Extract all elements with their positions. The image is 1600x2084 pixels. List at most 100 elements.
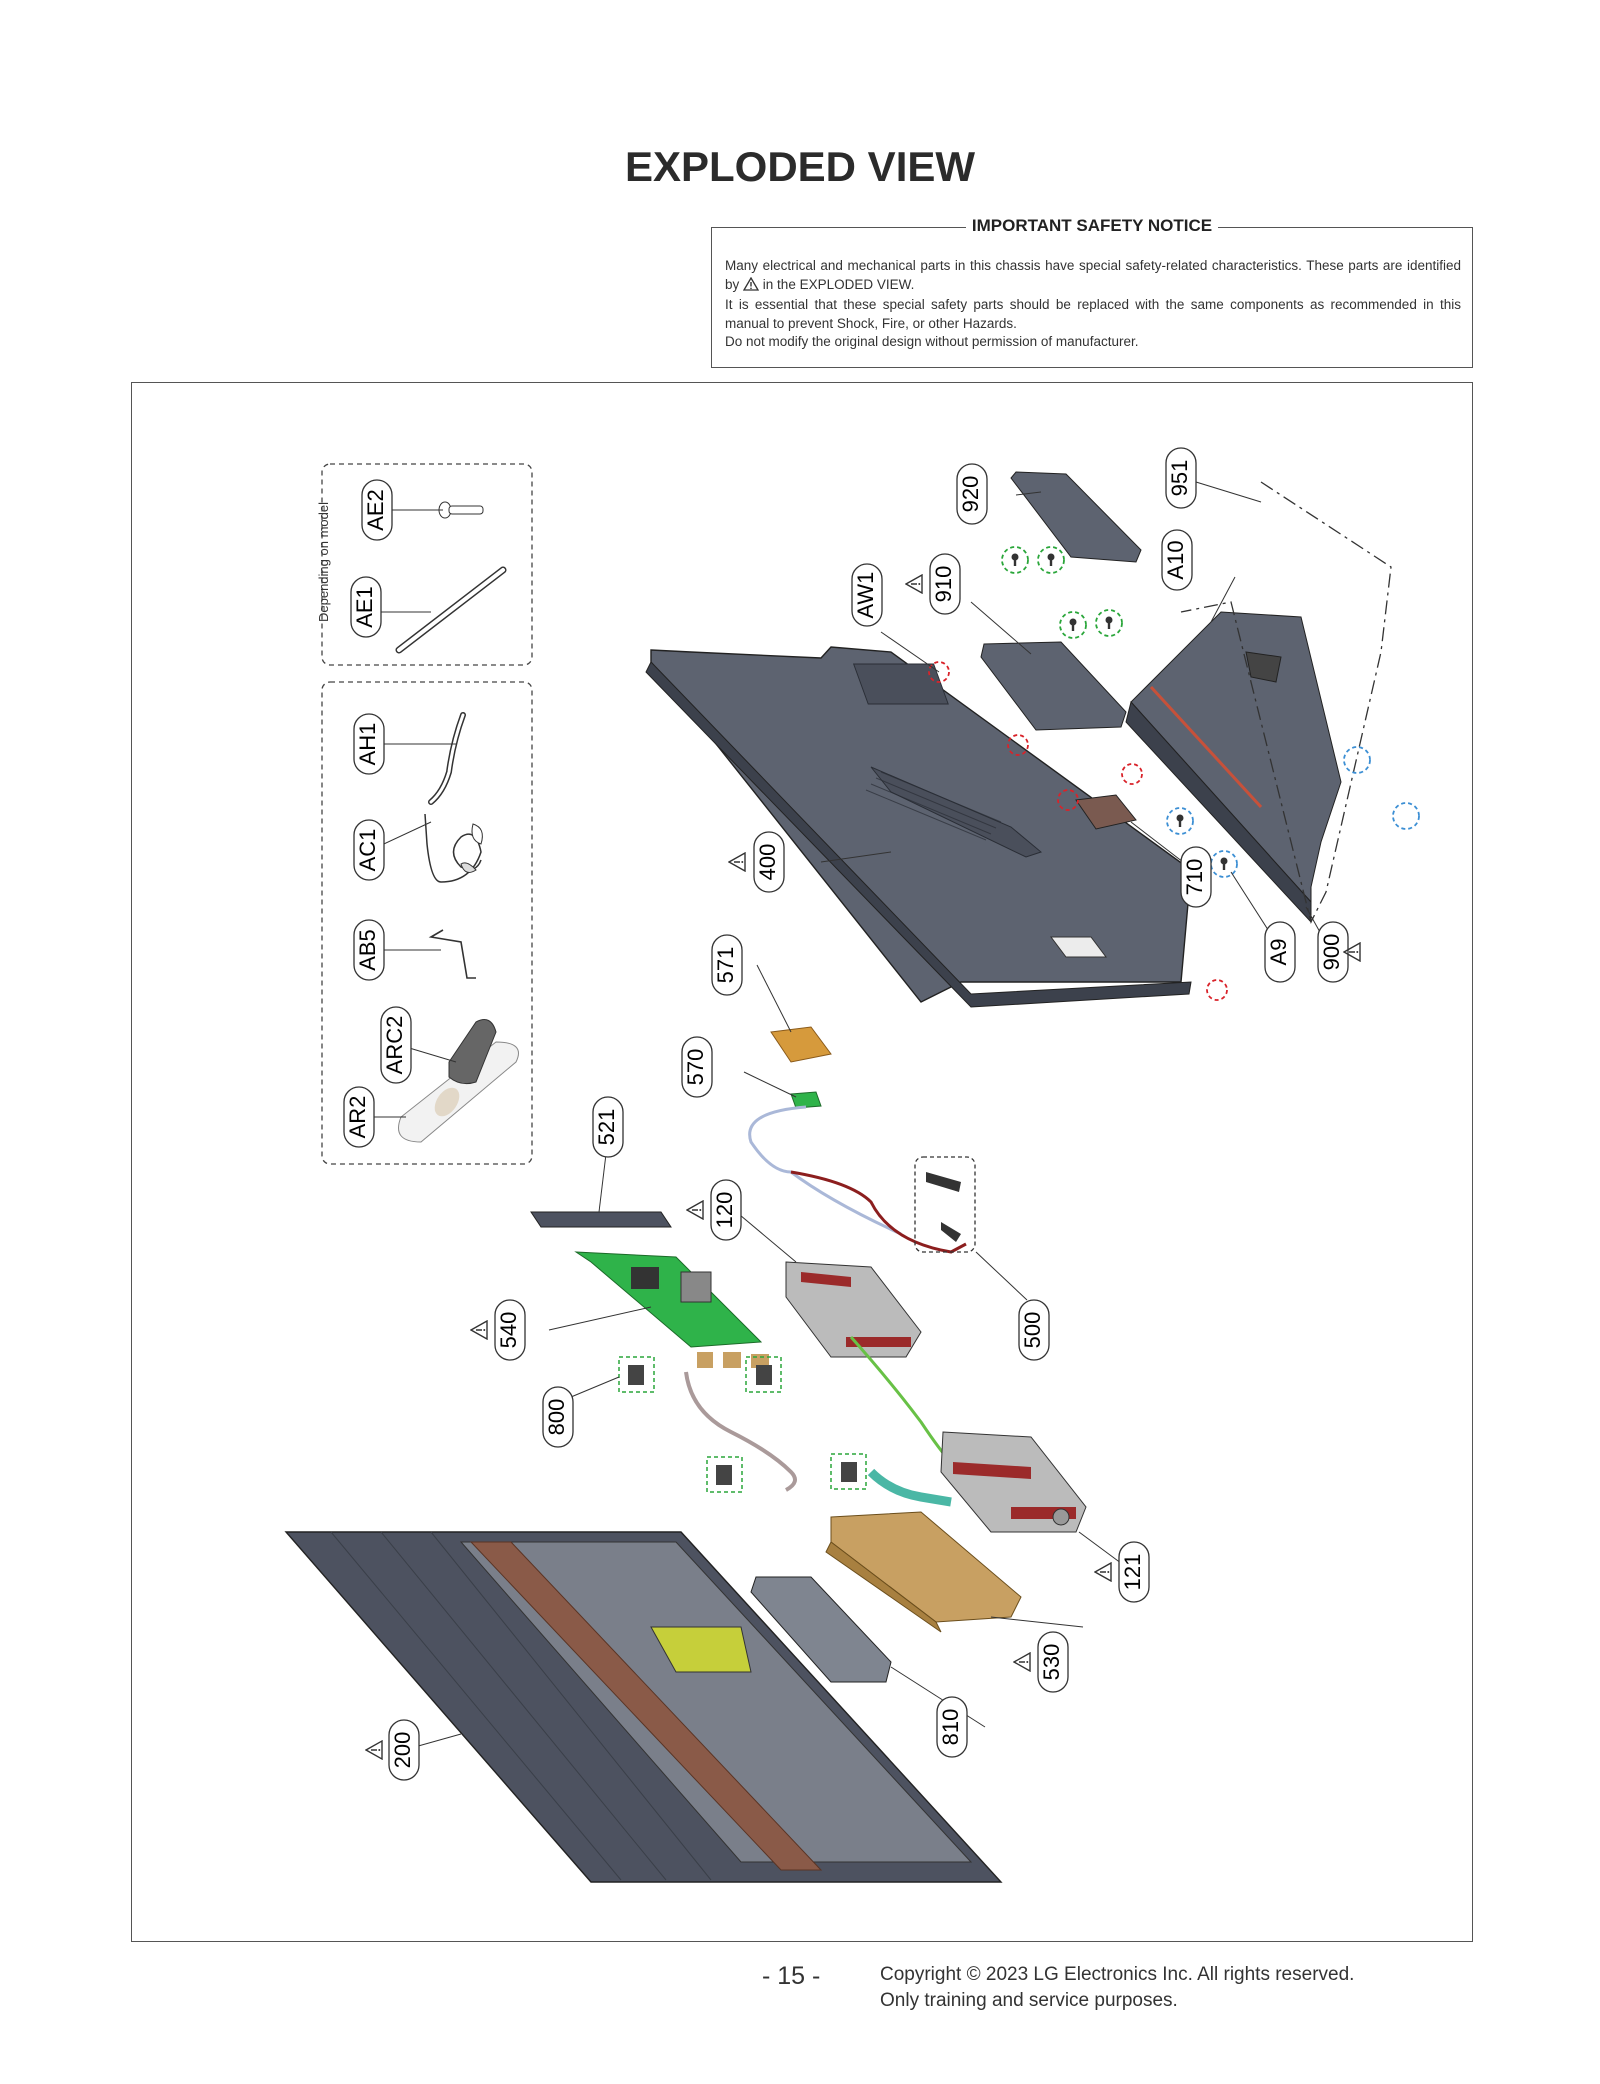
package-530-drawing [825, 1511, 1022, 1633]
svg-text:900: 900 [1319, 934, 1344, 971]
part-label-a10: A10 [1161, 529, 1193, 591]
svg-text:AC1: AC1 [355, 829, 380, 872]
speaker-500-drawing [926, 1172, 961, 1192]
safety-mark-121 [1094, 1562, 1112, 1582]
part-label-710: 710 [1180, 846, 1212, 908]
svg-text:AE1: AE1 [352, 586, 377, 628]
safety-notice-box: IMPORTANT SAFETY NOTICE Many electrical … [711, 216, 1473, 368]
svg-text:AE2: AE2 [363, 489, 388, 531]
safety-notice-text: Many electrical and mechanical parts in … [725, 257, 1461, 352]
safety-notice-line2: It is essential that these special safet… [725, 297, 1461, 331]
svg-text:920: 920 [958, 476, 983, 513]
safety-notice-line1b: in the EXPLODED VIEW. [762, 276, 915, 292]
svg-text:121: 121 [1120, 1554, 1145, 1591]
svg-text:400: 400 [755, 844, 780, 881]
part-label-900: 900 [1317, 921, 1349, 983]
bracket-800-group [618, 1356, 867, 1493]
part-label-ae1: AE1 [350, 576, 382, 638]
part-label-570: 570 [681, 1036, 713, 1098]
part-label-ar2: AR2 [343, 1086, 375, 1148]
cable-ac1-drawing [424, 813, 483, 883]
bracket-910-drawing [980, 641, 1127, 731]
part-label-ae2: AE2 [361, 479, 393, 541]
part-label-521: 521 [592, 1096, 624, 1158]
svg-text:710: 710 [1182, 859, 1207, 896]
part-label-910: 910 [929, 553, 961, 615]
bracket-810-drawing [750, 1576, 892, 1683]
copyright-line-1: Copyright © 2023 LG Electronics Inc. All… [880, 1964, 1355, 1985]
svg-text:AW1: AW1 [853, 572, 878, 619]
board-570-drawing [790, 1091, 822, 1109]
blue-screw-markers [1166, 746, 1420, 878]
warning-triangle-icon [742, 276, 760, 297]
part-label-ab5: AB5 [353, 919, 385, 981]
bracket-ab5-drawing [428, 929, 476, 979]
safety-notice-line1a: Many electrical and mechanical parts in … [725, 258, 1461, 292]
svg-text:A9: A9 [1266, 939, 1291, 966]
green-screw-markers [1001, 546, 1123, 639]
safety-notice-line3: Do not modify the original design withou… [725, 334, 1139, 349]
remote-ar2-drawing [398, 1041, 519, 1143]
part-label-ac1: AC1 [353, 819, 385, 881]
svg-text:200: 200 [390, 1732, 415, 1769]
red-screw-markers [928, 661, 1228, 1001]
speaker-500-group [914, 1156, 976, 1253]
svg-text:500: 500 [1020, 1312, 1045, 1349]
part-label-aw1: AW1 [851, 563, 883, 627]
safety-mark-200 [365, 1740, 383, 1760]
safety-mark-120 [686, 1200, 704, 1220]
plate-710-drawing [1075, 794, 1137, 830]
svg-text:120: 120 [712, 1192, 737, 1229]
cable-800 [684, 1371, 797, 1492]
bracket-571-drawing [770, 1026, 832, 1063]
exploded-view-diagram: Depending on model [284, 447, 1420, 1883]
page-title: EXPLODED VIEW [624, 143, 976, 190]
part-label-a9: A9 [1264, 921, 1296, 983]
power-module-120-drawing [785, 1261, 922, 1358]
display-panel-200-drawing [284, 1531, 1003, 1883]
page-number: - 15 - [762, 1962, 821, 1990]
part-label-ah1: AH1 [353, 713, 385, 775]
part-label-400: 400 [753, 831, 785, 893]
svg-text:571: 571 [713, 947, 738, 984]
cable-red [790, 1170, 967, 1254]
cable-holder-ah1-drawing [428, 712, 466, 805]
svg-text:521: 521 [594, 1109, 619, 1146]
safety-mark-540 [470, 1320, 488, 1340]
svg-text:910: 910 [931, 566, 956, 603]
svg-text:951: 951 [1167, 460, 1192, 497]
exploded-view-frame [131, 382, 1473, 1942]
svg-text:ARC2: ARC2 [382, 1016, 407, 1075]
part-label-200: 200 [388, 1719, 420, 1781]
svg-text:530: 530 [1039, 1644, 1064, 1681]
part-label-951: 951 [1165, 447, 1197, 509]
svg-text:570: 570 [683, 1049, 708, 1086]
svg-text:810: 810 [938, 1709, 963, 1746]
cable-570 [748, 1105, 902, 1236]
svg-text:AB5: AB5 [355, 929, 380, 971]
part-label-920: 920 [956, 463, 988, 525]
ribbon-cable [867, 1468, 952, 1507]
safety-mark-910 [905, 574, 923, 594]
part-label-120: 120 [710, 1179, 742, 1241]
part-label-arc2: ARC2 [380, 1006, 412, 1084]
safety-mark-530 [1013, 1652, 1031, 1672]
part-label-121: 121 [1118, 1541, 1150, 1603]
accessory-group-1: Depending on model [316, 463, 533, 666]
wall-mount-outline [1180, 481, 1392, 924]
svg-text:AR2: AR2 [345, 1096, 370, 1139]
svg-text:AH1: AH1 [355, 723, 380, 766]
depending-on-model-label: Depending on model [316, 502, 331, 622]
copyright-notice: Copyright © 2023 LG Electronics Inc. All… [880, 1962, 1354, 2014]
part-label-540: 540 [494, 1299, 526, 1361]
copyright-line-2: Only training and service purposes. [880, 1990, 1178, 2011]
screw-ae2-drawing [438, 501, 484, 519]
power-module-121-drawing [940, 1431, 1087, 1533]
part-label-500: 500 [1018, 1299, 1050, 1361]
svg-text:800: 800 [544, 1399, 569, 1436]
remote-arc2-drawing [448, 1019, 497, 1085]
back-cover-400-drawing [645, 646, 1192, 1008]
part-label-571: 571 [711, 934, 743, 996]
main-board-540-drawing [574, 1251, 769, 1368]
safety-mark-400 [728, 852, 746, 872]
